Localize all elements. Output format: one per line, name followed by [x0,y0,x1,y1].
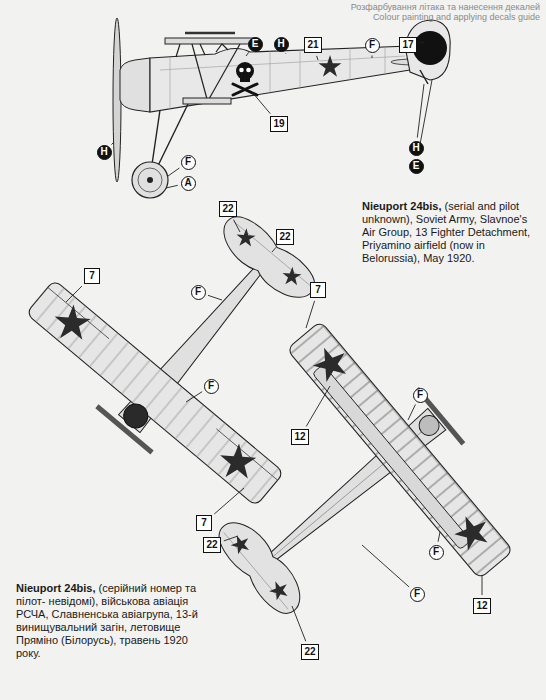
callout-text: E [413,161,420,171]
leader-line [252,92,270,114]
callout-text: 22 [304,647,315,657]
callout-marker: F [410,587,425,602]
callout-text: 22 [279,232,290,242]
leader-line [292,606,306,641]
callout-text: 7 [89,271,95,281]
callout-text: 12 [476,601,487,611]
callout-text: F [195,287,201,297]
callout-marker: F [413,388,428,403]
callout-text: H [100,147,107,157]
callout-text: E [252,39,259,49]
callout-marker: 22 [301,644,319,660]
callout-text: F [208,381,214,391]
caption-block: Розфарбування літака та нанесення декале… [300,2,540,22]
callout-marker: 7 [310,282,326,298]
callout-marker: H [97,145,112,160]
leader-line [208,295,222,300]
leader-line [285,53,286,55]
callout-text: F [369,40,375,50]
callout-marker: F [365,38,380,53]
callout-marker: F [191,285,206,300]
bottom-view [150,300,539,694]
leader-line [111,142,114,145]
leader-line [186,392,202,402]
caption-text: Colour painting and applying decals guid… [300,12,540,22]
callout-marker: 7 [84,268,100,284]
callout-text: 22 [222,204,233,214]
callout-text: 12 [294,432,305,442]
callout-marker: 12 [473,598,491,614]
top-view [8,148,395,528]
leader-line [482,575,483,595]
callout-marker: E [409,159,424,174]
callout-text: F [414,589,420,599]
callout-marker: H [274,37,289,52]
leader-line [66,286,82,302]
leader-line [317,56,318,60]
leader-line [272,247,276,252]
callout-text: A [184,178,191,188]
callout-text: H [412,143,419,153]
callout-marker: F [429,545,444,560]
callout-marker: E [248,37,263,52]
caption-block: Nieuport 24bis, (serial and pilot unknow… [362,200,542,265]
callout-text: 19 [273,119,284,129]
aircraft-type: Nieuport 24bis, [16,582,95,594]
callout-text: 22 [206,540,217,550]
leader-line [224,536,238,541]
callout-text: F [417,390,423,400]
callout-text: 21 [307,40,318,50]
callout-text: F [433,547,439,557]
leader-line [420,42,424,44]
leader-line [306,386,330,426]
callout-text: F [185,157,191,167]
callout-marker: F [181,155,196,170]
callout-text: 7 [315,285,321,295]
skull-emblem [233,62,257,95]
callout-marker: 22 [276,229,294,245]
leader-line [234,220,240,232]
callout-marker: 17 [399,37,417,53]
callout-text: 17 [402,40,413,50]
leader-line [166,185,178,188]
leader-line [372,56,373,59]
caption-text: Розфарбування літака та нанесення декале… [300,2,540,12]
callout-marker: F [204,379,219,394]
callout-marker: 22 [203,537,221,553]
leader-line [168,168,179,176]
leader-line [306,301,315,328]
callout-marker: 12 [291,429,309,445]
side-view [113,18,450,198]
callout-marker: 7 [196,515,212,531]
leader-line [362,545,409,587]
callout-marker: A [181,176,196,191]
callout-marker: 22 [219,201,237,217]
leader-line [214,488,244,514]
aircraft-type: Nieuport 24bis, [362,200,441,212]
leader-line [438,532,440,542]
callout-text: H [277,39,284,49]
leader-line [408,404,415,420]
callout-text: 7 [201,518,207,528]
caption-block: Nieuport 24bis, (серійний номер та пілот… [16,582,212,660]
leader-line [246,52,249,56]
callout-marker: 19 [270,116,288,132]
callout-marker: H [409,141,424,156]
callout-marker: 21 [304,37,322,53]
